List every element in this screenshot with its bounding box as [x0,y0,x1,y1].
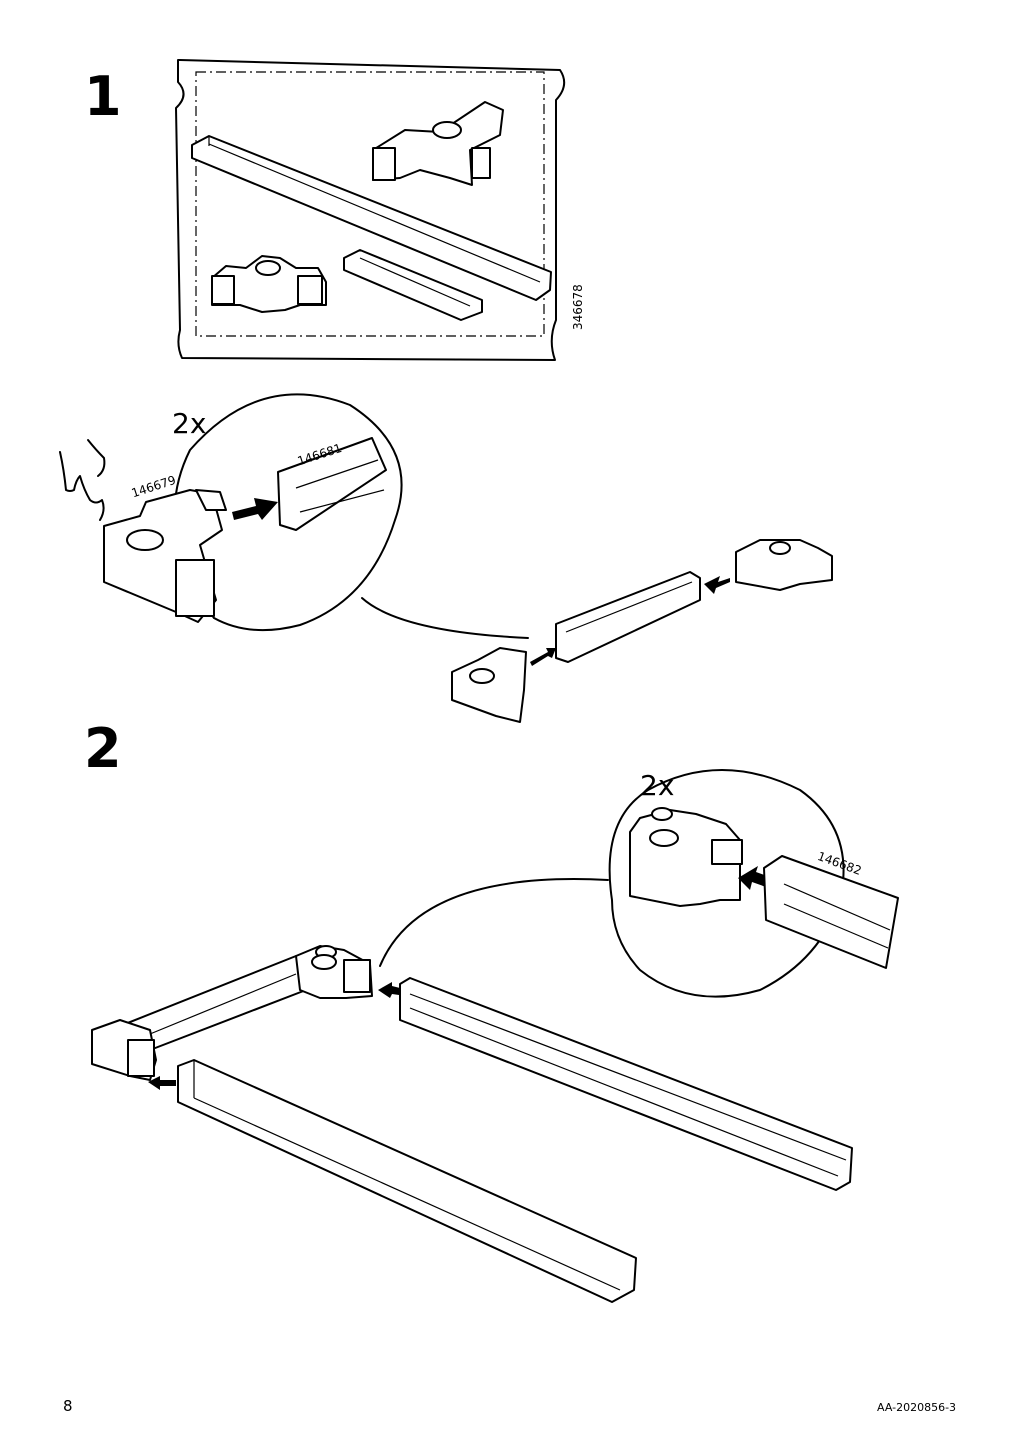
rail-146681 [277,437,387,531]
long-rail-right [399,977,853,1191]
bag-code-label: 346678 [571,284,585,330]
parts-bag [175,59,566,361]
quantity-label-step2: 2x [640,769,675,802]
bag-center-connector [211,255,327,313]
quantity-label-step1: 2x [172,407,207,440]
center-connector-magnified [629,807,743,907]
corner-connector-146679 [103,489,227,623]
step-number-2: 2 [84,717,122,780]
bag-long-rail [191,135,552,301]
page-number: 8 [63,1397,73,1415]
step-number-1: 1 [84,65,122,128]
small-rail-assembly [451,539,833,723]
pointing-hand-icon [59,439,106,521]
frame-assembly [91,945,373,1081]
bag-short-rail [343,249,483,321]
long-rail-bottom [177,1059,637,1303]
magnify-callout-icon [173,393,529,639]
bag-corner-connector [372,101,504,186]
document-code: AA-2020856-3 [877,1401,957,1414]
rail-146682 [763,855,899,969]
arrow-icon [232,498,278,520]
